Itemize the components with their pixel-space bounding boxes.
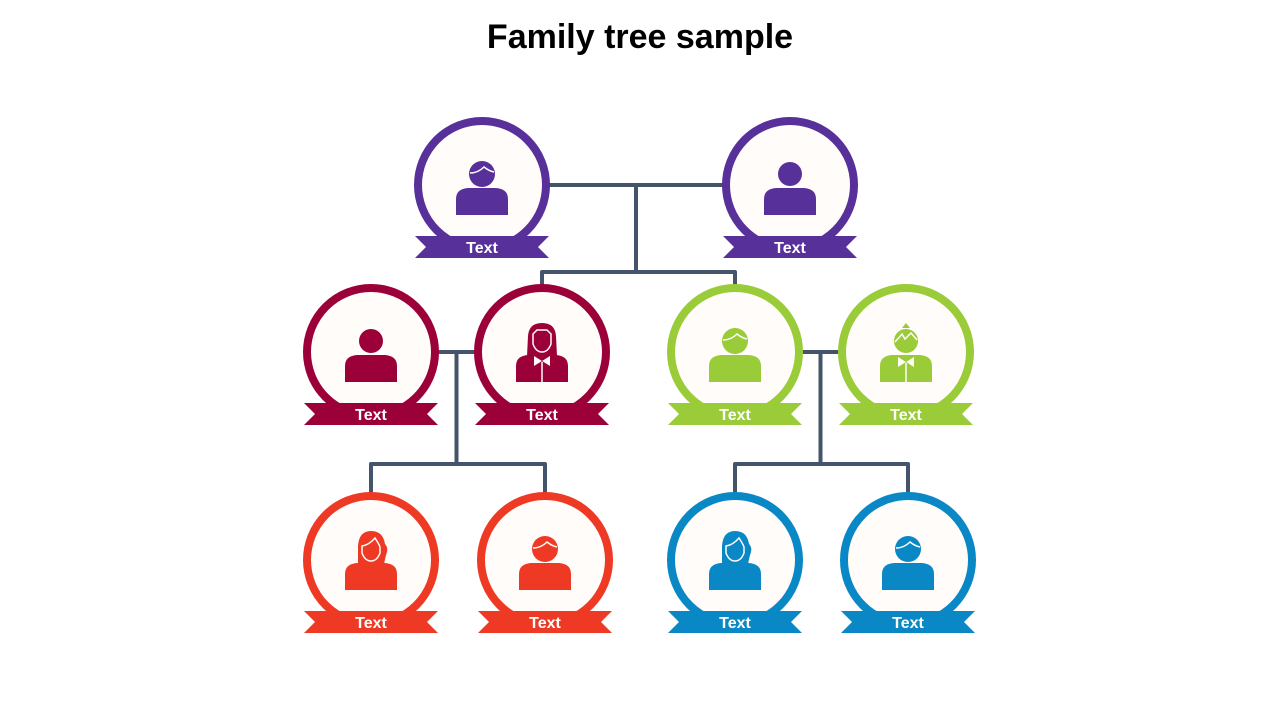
family-member-parent-a-partner[interactable]: Text (303, 284, 439, 425)
person-icon (345, 329, 397, 382)
label-ribbon (668, 403, 802, 425)
family-member-parent-b[interactable]: Text (667, 284, 803, 425)
label-ribbon (839, 403, 973, 425)
connector-line (733, 350, 910, 496)
family-member-grandmother[interactable]: Text (722, 117, 858, 258)
label-ribbon (475, 403, 609, 425)
family-member-parent-b-partner[interactable]: Text (838, 284, 974, 425)
label-ribbon (304, 611, 438, 633)
member-label[interactable]: Text (774, 240, 806, 257)
member-label[interactable]: Text (355, 615, 387, 632)
family-member-grandfather[interactable]: Text (414, 117, 550, 258)
man-icon (519, 536, 571, 590)
person-icon (764, 162, 816, 215)
member-label[interactable]: Text (529, 615, 561, 632)
page-title: Family tree sample (486, 18, 794, 56)
member-label[interactable]: Text (890, 407, 922, 424)
connector-line (540, 183, 737, 288)
man-icon (709, 328, 761, 382)
family-member-parent-a[interactable]: Text (474, 284, 610, 425)
member-label[interactable]: Text (466, 240, 498, 257)
label-ribbon (415, 236, 549, 258)
man-icon (882, 536, 934, 590)
connectors (369, 183, 910, 496)
man-icon (456, 161, 508, 215)
connector-line (369, 350, 547, 496)
family-member-child-b1[interactable]: Text (667, 492, 803, 633)
member-label[interactable]: Text (526, 407, 558, 424)
boy-bowtie-icon (880, 323, 932, 382)
member-label[interactable]: Text (892, 615, 924, 632)
member-label[interactable]: Text (719, 407, 751, 424)
label-ribbon (668, 611, 802, 633)
woman-icon (709, 531, 761, 590)
label-ribbon (723, 236, 857, 258)
family-member-child-a2[interactable]: Text (477, 492, 613, 633)
label-ribbon (478, 611, 612, 633)
label-ribbon (304, 403, 438, 425)
woman-icon (345, 531, 397, 590)
family-member-child-b2[interactable]: Text (840, 492, 976, 633)
member-label[interactable]: Text (355, 407, 387, 424)
label-ribbon (841, 611, 975, 633)
member-label[interactable]: Text (719, 615, 751, 632)
family-member-child-a1[interactable]: Text (303, 492, 439, 633)
woman-bowtie-icon (516, 323, 568, 382)
